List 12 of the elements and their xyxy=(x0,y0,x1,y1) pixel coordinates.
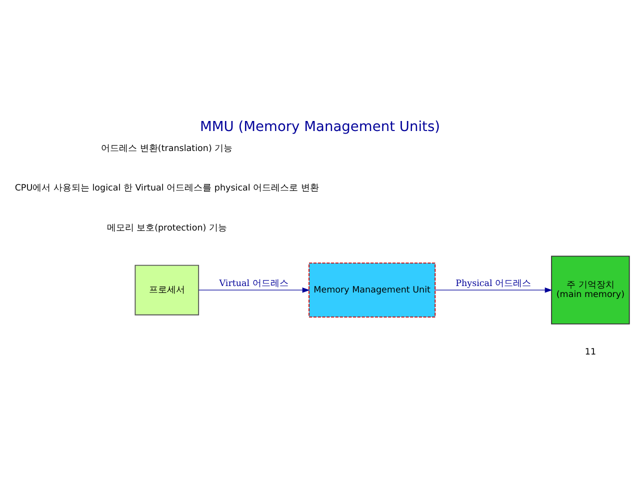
node-box: 프로세서 xyxy=(134,264,200,315)
node-box: Memory Management Unit xyxy=(308,262,436,318)
arrow xyxy=(198,286,310,292)
node-box: 주 기억장치 (main memory) xyxy=(551,255,630,324)
arrow xyxy=(434,286,552,292)
edge-label: Virtual 어드레스 xyxy=(219,278,288,288)
edge-label: Physical 어드레스 xyxy=(456,278,532,288)
diagram-title: MMU (Memory Management Units) xyxy=(200,118,440,135)
label: 메모리 보호(protection) 기능 xyxy=(106,222,227,233)
label: 11 xyxy=(584,347,596,358)
label: 어드레스 변환(translation) 기능 xyxy=(101,144,233,154)
label: CPU에서 사용되는 logical 한 Virtual 어드레스를 physical 어드레스로 변환 xyxy=(14,183,319,194)
